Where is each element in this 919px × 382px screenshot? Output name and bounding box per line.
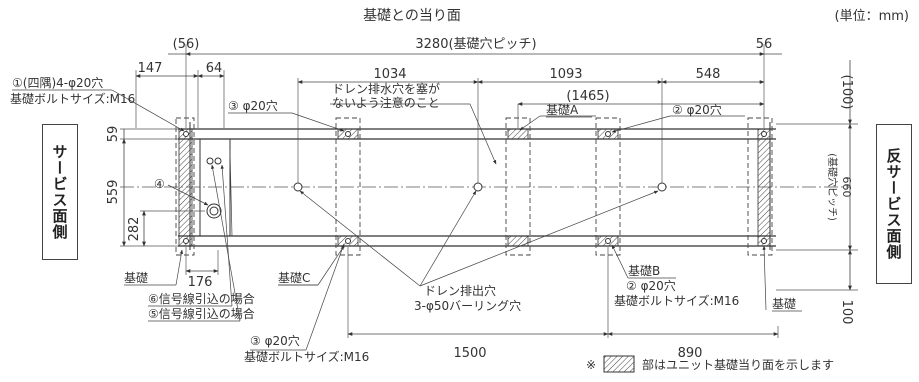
dim-176: 176 — [188, 275, 213, 290]
note-drain-warning-1: ドレン排水穴を塞が — [332, 81, 440, 96]
dim-59: 59 — [106, 126, 121, 143]
diagram-title: 基礎との当り面 — [363, 7, 461, 24]
note-foundation-c: 基礎C — [278, 271, 310, 285]
dim-56-right: 56 — [756, 37, 773, 52]
note-drain-out-1: ドレン排出穴 — [424, 283, 496, 298]
dim-3280-pitch: 3280(基礎穴ピッチ) — [415, 37, 536, 52]
note-texts: ①(四隅)4-φ20穴 基礎ボルトサイズ:M16 ③ φ20穴 ドレン排水穴を塞… — [10, 75, 834, 372]
dimension-texts: (56) 3280(基礎穴ピッチ) 56 147 64 1034 1093 54… — [106, 37, 854, 361]
dim-660: 660 — [840, 177, 853, 198]
service-side-label: サービス面側 — [42, 124, 78, 260]
note-circle4: ④ — [154, 177, 165, 191]
dim-559: 559 — [106, 180, 121, 205]
note-drain-out-2: 3-φ50バーリング穴 — [414, 298, 521, 313]
note-foundation-b: 基礎B — [628, 264, 660, 278]
note-corner-holes: ①(四隅)4-φ20穴 — [12, 75, 103, 90]
leader-lines — [12, 89, 767, 351]
dim-1465: (1465) — [566, 89, 609, 104]
note-signal6: ⑥信号線引込の場合 — [148, 291, 255, 306]
note-hole2-bottom: ② φ20穴 — [626, 278, 676, 293]
note-hole3-bottom: ③ φ20穴 — [250, 333, 300, 348]
dim-1034: 1034 — [373, 67, 406, 82]
legend-hatch-swatch — [603, 355, 635, 373]
legend-mark: ※ — [586, 358, 596, 372]
note-foundation-a: 基礎A — [546, 103, 579, 117]
note-hole3-top: ③ φ20穴 — [228, 98, 278, 113]
dim-100-top: (100) — [839, 75, 854, 110]
label-underlines — [278, 116, 802, 312]
legend-text: 部はユニット基礎当り面を示します — [642, 357, 834, 372]
dim-282: 282 — [127, 217, 142, 242]
dim-64: 64 — [206, 61, 223, 76]
note-foundation-right: 基礎 — [772, 297, 796, 311]
dimension-lines — [122, 52, 852, 336]
note-foundation-left: 基礎 — [124, 271, 148, 285]
unit-label: (単位：mm) — [835, 8, 909, 24]
dim-1500: 1500 — [453, 346, 486, 361]
note-bolt-size-2: 基礎ボルトサイズ:M16 — [614, 293, 739, 308]
note-signal5: ⑤信号線引込の場合 — [148, 306, 255, 321]
dim-548: 548 — [696, 67, 721, 82]
note-hole2-top: ② φ20穴 — [672, 102, 722, 117]
note-bolt-size-3: 基礎ボルトサイズ:M16 — [244, 349, 369, 364]
dim-100-bottom: 100 — [839, 300, 854, 325]
dim-pitch-vertical: (基礎穴ピッチ) — [826, 153, 839, 221]
non-service-side-label: 反サービス面側 — [876, 124, 912, 284]
note-drain-warning-2: ないよう注意のこと — [332, 95, 440, 110]
dim-890: 890 — [678, 346, 703, 361]
dim-56-left: (56) — [173, 37, 200, 52]
dim-147: 147 — [138, 61, 163, 76]
note-bolt-size-1: 基礎ボルトサイズ:M16 — [10, 91, 135, 106]
dim-1093: 1093 — [549, 67, 582, 82]
extension-lines — [120, 44, 858, 338]
holes — [183, 131, 767, 244]
